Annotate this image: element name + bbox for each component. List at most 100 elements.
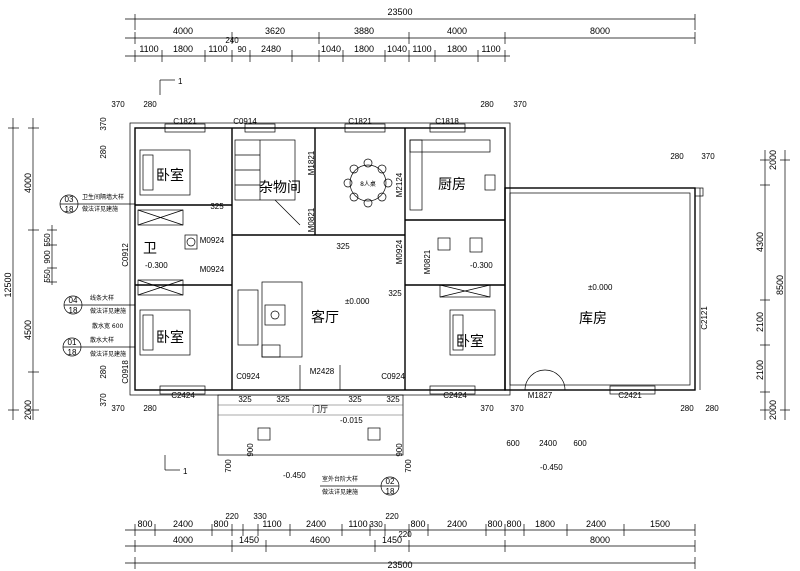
callout-02-num: 02 xyxy=(386,477,395,486)
bot-sub-7: 2400 xyxy=(306,519,326,529)
callout-04-line1: 线条大样 xyxy=(90,294,114,302)
section-mark-top: 1 xyxy=(178,77,183,86)
top-sub-11: 1800 xyxy=(447,44,467,54)
bot-sub-10: 220 xyxy=(385,512,399,521)
callout-03-line1: 卫生间隔墙大样 xyxy=(82,193,124,201)
top-sub-7: 1040 xyxy=(321,44,341,54)
callout-02-line2: 做法详见建施 xyxy=(322,488,358,496)
bot-dim-2: 1450 xyxy=(239,535,259,545)
elev-outside-right: -0.450 xyxy=(540,463,563,472)
dim-370-tl: 370 xyxy=(111,100,125,109)
top-total-dim: 23500 xyxy=(387,7,412,17)
window-c2121: C2121 xyxy=(700,306,709,330)
bot-sub-9: 330 xyxy=(369,520,383,529)
dim-280-lt: 280 xyxy=(99,145,108,159)
bot-dim-1: 4000 xyxy=(173,535,193,545)
dim-280-br: 370 xyxy=(480,404,494,413)
door-m0821-b: M0821 xyxy=(423,249,432,274)
bot-dim-3: 4600 xyxy=(310,535,330,545)
left-sub-550a: 550 xyxy=(43,233,52,247)
top-sub-5: 90 xyxy=(238,45,247,54)
dim-1260: 325 xyxy=(210,202,224,211)
dim-280-bl: 280 xyxy=(143,404,157,413)
window-c1818: C1818 xyxy=(435,117,459,126)
callout-04-num: 04 xyxy=(69,296,78,305)
window-c1821-b: C1821 xyxy=(348,117,372,126)
bot-sub-16: 2400 xyxy=(586,519,606,529)
section-mark-bottom: 1 xyxy=(183,467,188,476)
bot-sub-14: 800 xyxy=(506,519,521,529)
window-c0912: C0912 xyxy=(121,243,130,267)
bot-sub-11: 800 xyxy=(410,519,425,529)
room-bedroom-2: 卧室 xyxy=(156,329,184,346)
right-dim-1: 2000 xyxy=(768,150,778,170)
left-sub-900: 900 xyxy=(43,250,52,264)
dim-370-tr: 370 xyxy=(513,100,527,109)
dim-700-r: 700 xyxy=(404,459,413,473)
window-c2424-b: C2424 xyxy=(443,391,467,400)
dim-325-1: 325 xyxy=(238,395,252,404)
bot-sub-13: 800 xyxy=(487,519,502,529)
top-sub-1: 1100 xyxy=(139,44,158,54)
left-dim-1: 4000 xyxy=(23,173,33,193)
right-dim-2: 4300 xyxy=(755,232,765,252)
left-dimension-chain: 12500 4000 4500 2000 550 900 550 xyxy=(3,118,57,420)
dim-370-gbr: 280 xyxy=(705,404,719,413)
top-dim-5: 8000 xyxy=(590,26,610,36)
window-c0918: C0918 xyxy=(121,360,130,384)
bot-sub-3: 800 xyxy=(213,519,228,529)
building-outline xyxy=(129,122,704,456)
window-c2421: C2421 xyxy=(618,391,642,400)
dim-600-g1: 600 xyxy=(506,439,520,448)
room-kitchen: 厨房 xyxy=(438,177,466,193)
elev-kbath: -0.300 xyxy=(470,261,493,270)
room-bedroom-1: 卧室 xyxy=(156,167,184,184)
callout-02-line1: 室外台阶大样 xyxy=(322,475,358,483)
dim-700-l: 700 xyxy=(224,459,233,473)
callout-02-den: 18 xyxy=(386,487,395,496)
dining-table-label: 8人桌 xyxy=(360,180,376,188)
dim-325-3: 325 xyxy=(348,395,362,404)
dim-370-lb: 370 xyxy=(99,393,108,407)
door-m2124: M2124 xyxy=(395,172,404,197)
right-dim-4: 2100 xyxy=(755,360,765,380)
bot-sub-6: 1100 xyxy=(262,519,281,529)
callout-01-line2: 做法详见建施 xyxy=(90,350,126,358)
window-c2424-a: C2424 xyxy=(171,391,195,400)
bot-dim-220: 220 xyxy=(398,530,412,539)
room-storage: 杂物间 xyxy=(259,180,301,196)
top-sub-2: 1800 xyxy=(173,44,193,54)
room-bath: 卫 xyxy=(143,241,157,257)
left-sub-550b: 550 xyxy=(43,269,52,283)
top-dim-3: 3880 xyxy=(354,26,374,36)
callout-03-line2: 做法详见建施 xyxy=(82,205,118,213)
dim-600-g2: 600 xyxy=(573,439,587,448)
dim-280-lb: 280 xyxy=(99,365,108,379)
room-living: 客厅 xyxy=(311,309,339,326)
top-dim-1: 4000 xyxy=(173,26,193,36)
door-m2428: M2428 xyxy=(310,367,335,376)
dim-1380: 325 xyxy=(388,289,402,298)
dim-370-br: 370 xyxy=(510,404,524,413)
window-c0924-a: C0924 xyxy=(236,372,260,381)
elev-garage: ±0.000 xyxy=(588,283,613,292)
door-m0821-a: M0821 xyxy=(307,207,316,232)
corner-dimensions: 370 280 280 370 280 370 370 280 370 370 … xyxy=(99,100,719,413)
door-m0924-a: M0924 xyxy=(200,236,225,245)
door-m0924-b: M0924 xyxy=(200,265,225,274)
callout-04-line3: 散水宽 600 xyxy=(92,322,124,330)
bot-sub-17: 1500 xyxy=(650,519,670,529)
dim-280-tl: 280 xyxy=(143,100,157,109)
left-total-dim: 12500 xyxy=(3,272,13,297)
top-sub-3: 1100 xyxy=(208,44,227,54)
top-sub-12: 1100 xyxy=(481,44,500,54)
bot-sub-1: 800 xyxy=(137,519,152,529)
door-m1827: M1827 xyxy=(528,391,553,400)
left-dim-2: 4500 xyxy=(23,320,33,340)
elev-living: ±0.000 xyxy=(345,297,370,306)
right-total-dim: 8500 xyxy=(775,275,785,295)
callout-01-line1: 散水大样 xyxy=(90,336,114,344)
elev-porch: -0.015 xyxy=(340,416,363,425)
callout-01-num: 01 xyxy=(68,338,77,347)
